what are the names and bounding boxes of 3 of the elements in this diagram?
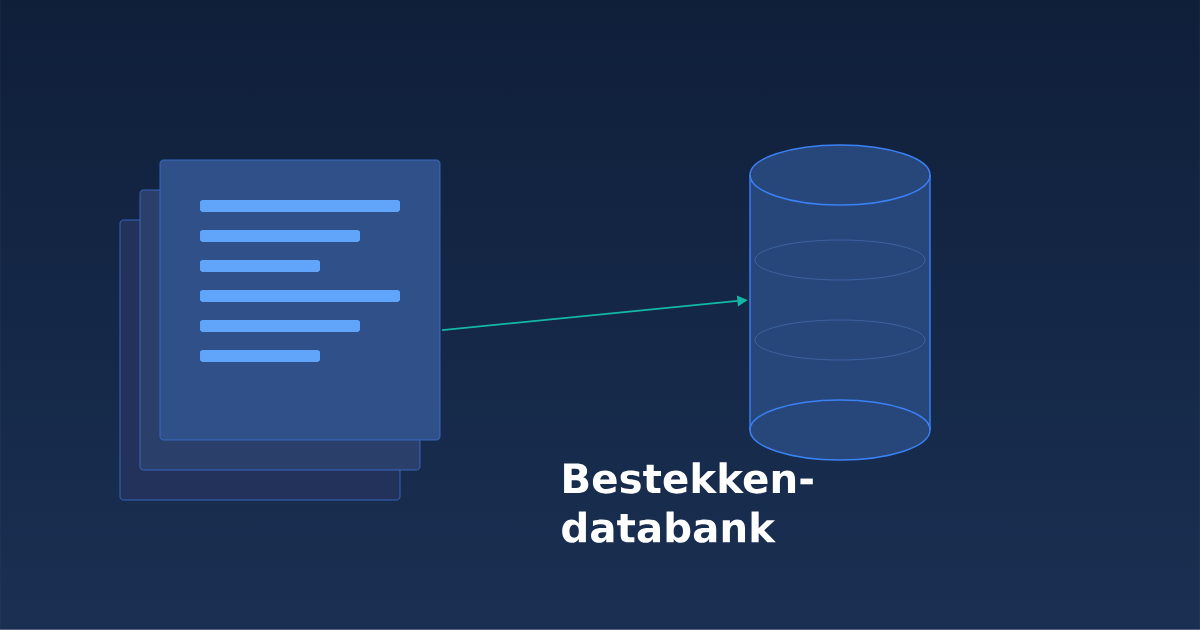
- document-stack-drawing: [119, 159, 441, 501]
- title: Bestekken-databank: [562, 462, 813, 543]
- database-cylinder: [749, 144, 931, 461]
